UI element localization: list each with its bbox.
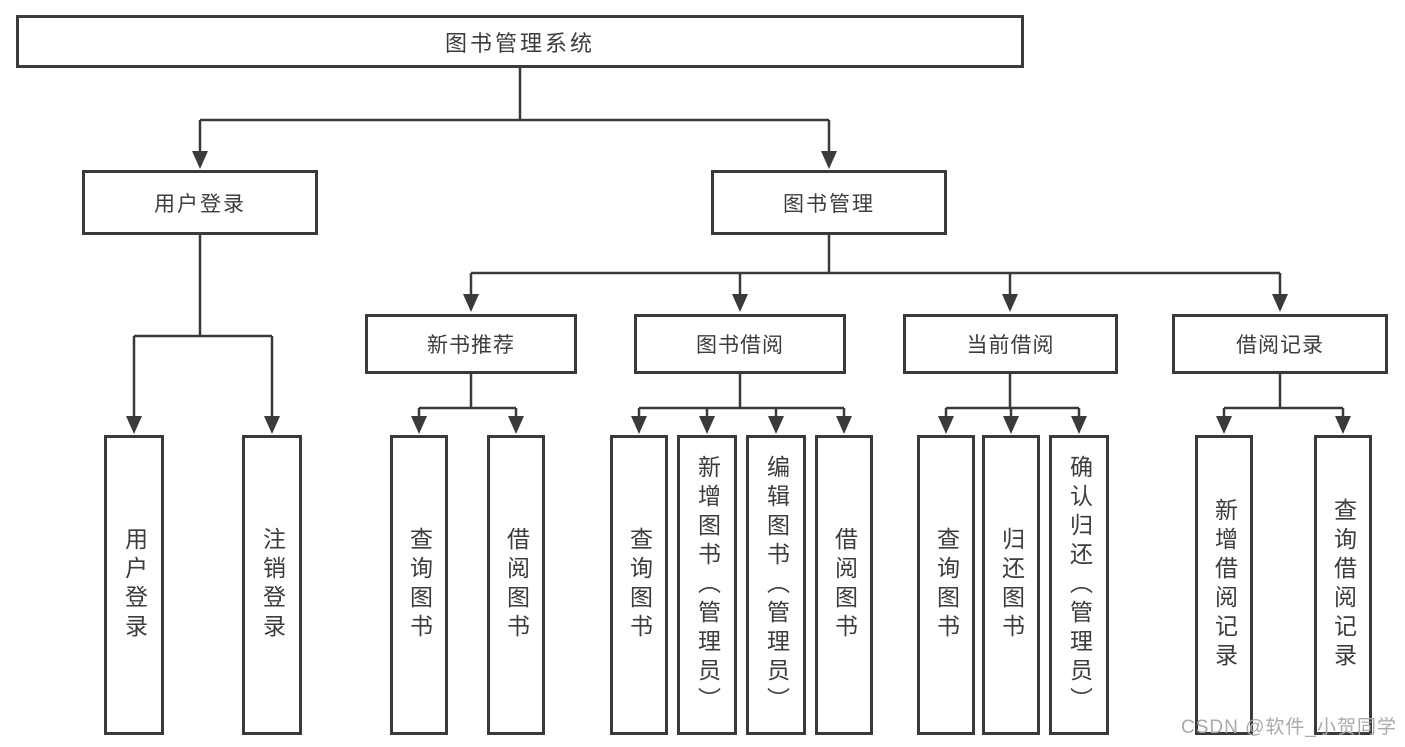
- arrowhead: [836, 416, 852, 434]
- connector-user-login-children: [132, 235, 274, 417]
- node-leaf-query-borrow-record: 查询借阅记录: [1314, 435, 1372, 735]
- arrowhead: [1003, 416, 1019, 434]
- node-leaf-borrow-books-1: 借阅图书: [487, 435, 545, 735]
- node-current-borrowing: 当前借阅: [903, 314, 1118, 374]
- node-user-login: 用户登录: [82, 170, 318, 235]
- arrowhead: [192, 151, 208, 169]
- connector-book-mgmt-children: [469, 235, 1282, 295]
- arrowhead: [1216, 416, 1232, 434]
- arrowhead: [821, 151, 837, 169]
- arrowhead: [508, 416, 524, 434]
- node-root-system: 图书管理系统: [16, 15, 1024, 68]
- node-leaf-confirm-return-admin: 确认归还（管理员）: [1049, 435, 1109, 735]
- arrowhead: [768, 416, 784, 434]
- node-book-management: 图书管理: [711, 170, 947, 235]
- connector-root-to-level2: [198, 68, 831, 152]
- node-borrowing-records: 借阅记录: [1172, 314, 1388, 374]
- node-leaf-logout: 注销登录: [242, 435, 302, 735]
- node-leaf-query-books-1: 查询图书: [390, 435, 448, 735]
- arrowhead: [732, 294, 748, 312]
- arrowhead: [631, 416, 647, 434]
- node-leaf-edit-books-admin: 编辑图书（管理员）: [746, 435, 806, 735]
- connector-borrow-records-children: [1222, 374, 1345, 417]
- node-leaf-return-books: 归还图书: [982, 435, 1040, 735]
- arrowhead: [411, 416, 427, 434]
- node-leaf-borrow-books-2: 借阅图书: [815, 435, 873, 735]
- node-leaf-query-books-3: 查询图书: [917, 435, 975, 735]
- node-leaf-user-login: 用户登录: [104, 435, 164, 735]
- node-new-book-recommend: 新书推荐: [365, 314, 577, 374]
- arrowhead: [126, 416, 142, 434]
- connector-current-borrow-children: [944, 374, 1081, 417]
- arrowhead: [1002, 294, 1018, 312]
- arrowhead: [1071, 416, 1087, 434]
- csdn-watermark: CSDN @软件_小贺同学: [1181, 717, 1397, 738]
- connector-book-borrow-children: [637, 374, 846, 417]
- arrowhead: [938, 416, 954, 434]
- arrowhead: [463, 294, 479, 312]
- arrowhead: [699, 416, 715, 434]
- arrowhead: [1335, 416, 1351, 434]
- node-book-borrowing: 图书借阅: [634, 314, 846, 374]
- connector-new-books-children: [417, 374, 518, 417]
- arrowhead: [264, 416, 280, 434]
- node-leaf-add-books-admin: 新增图书（管理员）: [677, 435, 737, 735]
- arrowhead: [1272, 294, 1288, 312]
- node-leaf-add-borrow-record: 新增借阅记录: [1195, 435, 1253, 735]
- node-leaf-query-books-2: 查询图书: [610, 435, 668, 735]
